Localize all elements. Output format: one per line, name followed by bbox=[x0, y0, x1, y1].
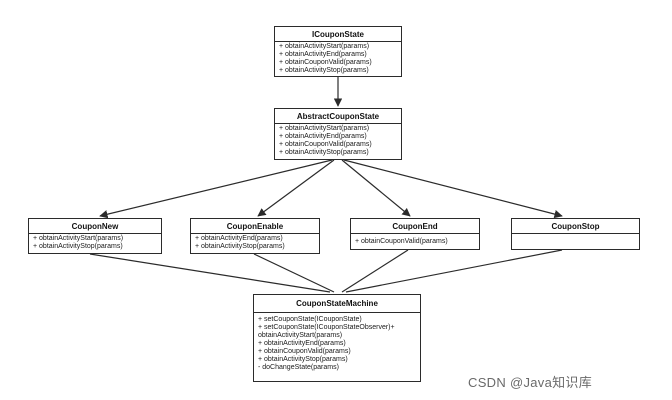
method-item: + setCouponState(ICouponStateObserver)+ bbox=[258, 324, 395, 331]
abstractcouponstate-box: AbstractCouponState + obtainActivityStar… bbox=[274, 108, 402, 160]
method-item: + obtainCouponValid(params) bbox=[258, 348, 351, 355]
couponenable-methods: + obtainActivityEnd(params) + obtainActi… bbox=[191, 234, 319, 252]
couponnew-methods: + obtainActivityStart(params) + obtainAc… bbox=[29, 234, 161, 252]
method-item: + obtainActivityStart(params) bbox=[279, 125, 370, 132]
method-item: + obtainActivityStop(params) bbox=[195, 243, 285, 250]
edge-abstract-to-couponend bbox=[341, 159, 411, 217]
method-item: + obtainActivityEnd(params) bbox=[195, 235, 283, 242]
icouponstate-box: ICouponState + obtainActivityStart(param… bbox=[274, 26, 402, 77]
edge-couponend-to-machine bbox=[341, 249, 409, 293]
couponnew-title: CouponNew bbox=[29, 219, 161, 234]
edge-couponnew-to-machine bbox=[89, 253, 331, 293]
couponstop-box: CouponStop bbox=[511, 218, 640, 250]
method-item: + obtainActivityStop(params) bbox=[279, 67, 369, 74]
edge-couponenable-to-machine bbox=[253, 253, 335, 293]
couponnew-box: CouponNew + obtainActivityStart(params) … bbox=[28, 218, 162, 254]
edge-abstract-to-couponstop bbox=[343, 159, 563, 219]
method-item: - doChangeState(params) bbox=[258, 364, 339, 371]
method-item: + obtainActivityStart(params) bbox=[279, 43, 370, 50]
method-item: + obtainActivityStop(params) bbox=[258, 356, 348, 363]
couponend-title: CouponEnd bbox=[351, 219, 479, 234]
method-item: + obtainCouponValid(params) bbox=[355, 238, 448, 245]
abstractcouponstate-title: AbstractCouponState bbox=[275, 109, 401, 124]
csdn-watermark: CSDN @Java知识库 bbox=[468, 375, 593, 390]
couponend-box: CouponEnd + obtainCouponValid(params) bbox=[350, 218, 480, 250]
icouponstate-methods: + obtainActivityStart(params) + obtainAc… bbox=[275, 42, 401, 76]
method-item: + obtainActivityEnd(params) bbox=[279, 133, 367, 140]
couponstatemachine-title: CouponStateMachine bbox=[254, 295, 420, 313]
method-item: + obtainCouponValid(params) bbox=[279, 59, 372, 66]
couponstatemachine-box: CouponStateMachine + setCouponState(ICou… bbox=[253, 294, 421, 382]
icouponstate-title: ICouponState bbox=[275, 27, 401, 42]
method-item: + obtainActivityEnd(params) bbox=[258, 340, 346, 347]
abstractcouponstate-methods: + obtainActivityStart(params) + obtainAc… bbox=[275, 124, 401, 158]
edge-abstract-to-couponenable bbox=[257, 159, 335, 217]
edge-abstract-to-couponnew bbox=[99, 159, 333, 219]
method-item: obtainActivityStart(params) bbox=[258, 332, 343, 339]
couponstatemachine-methods: + setCouponState(ICouponState) + setCoup… bbox=[254, 313, 420, 373]
couponenable-box: CouponEnable + obtainActivityEnd(params)… bbox=[190, 218, 320, 254]
method-item: + setCouponState(ICouponState) bbox=[258, 316, 362, 323]
method-item: + obtainActivityStart(params) bbox=[33, 235, 124, 242]
method-item: + obtainActivityStop(params) bbox=[279, 149, 369, 156]
couponstop-methods bbox=[512, 234, 639, 236]
couponstop-title: CouponStop bbox=[512, 219, 639, 234]
edge-couponstop-to-machine bbox=[345, 249, 563, 293]
couponend-methods: + obtainCouponValid(params) bbox=[351, 234, 479, 247]
method-item: + obtainCouponValid(params) bbox=[279, 141, 372, 148]
method-item: + obtainActivityEnd(params) bbox=[279, 51, 367, 58]
method-item: + obtainActivityStop(params) bbox=[33, 243, 123, 250]
couponenable-title: CouponEnable bbox=[191, 219, 319, 234]
